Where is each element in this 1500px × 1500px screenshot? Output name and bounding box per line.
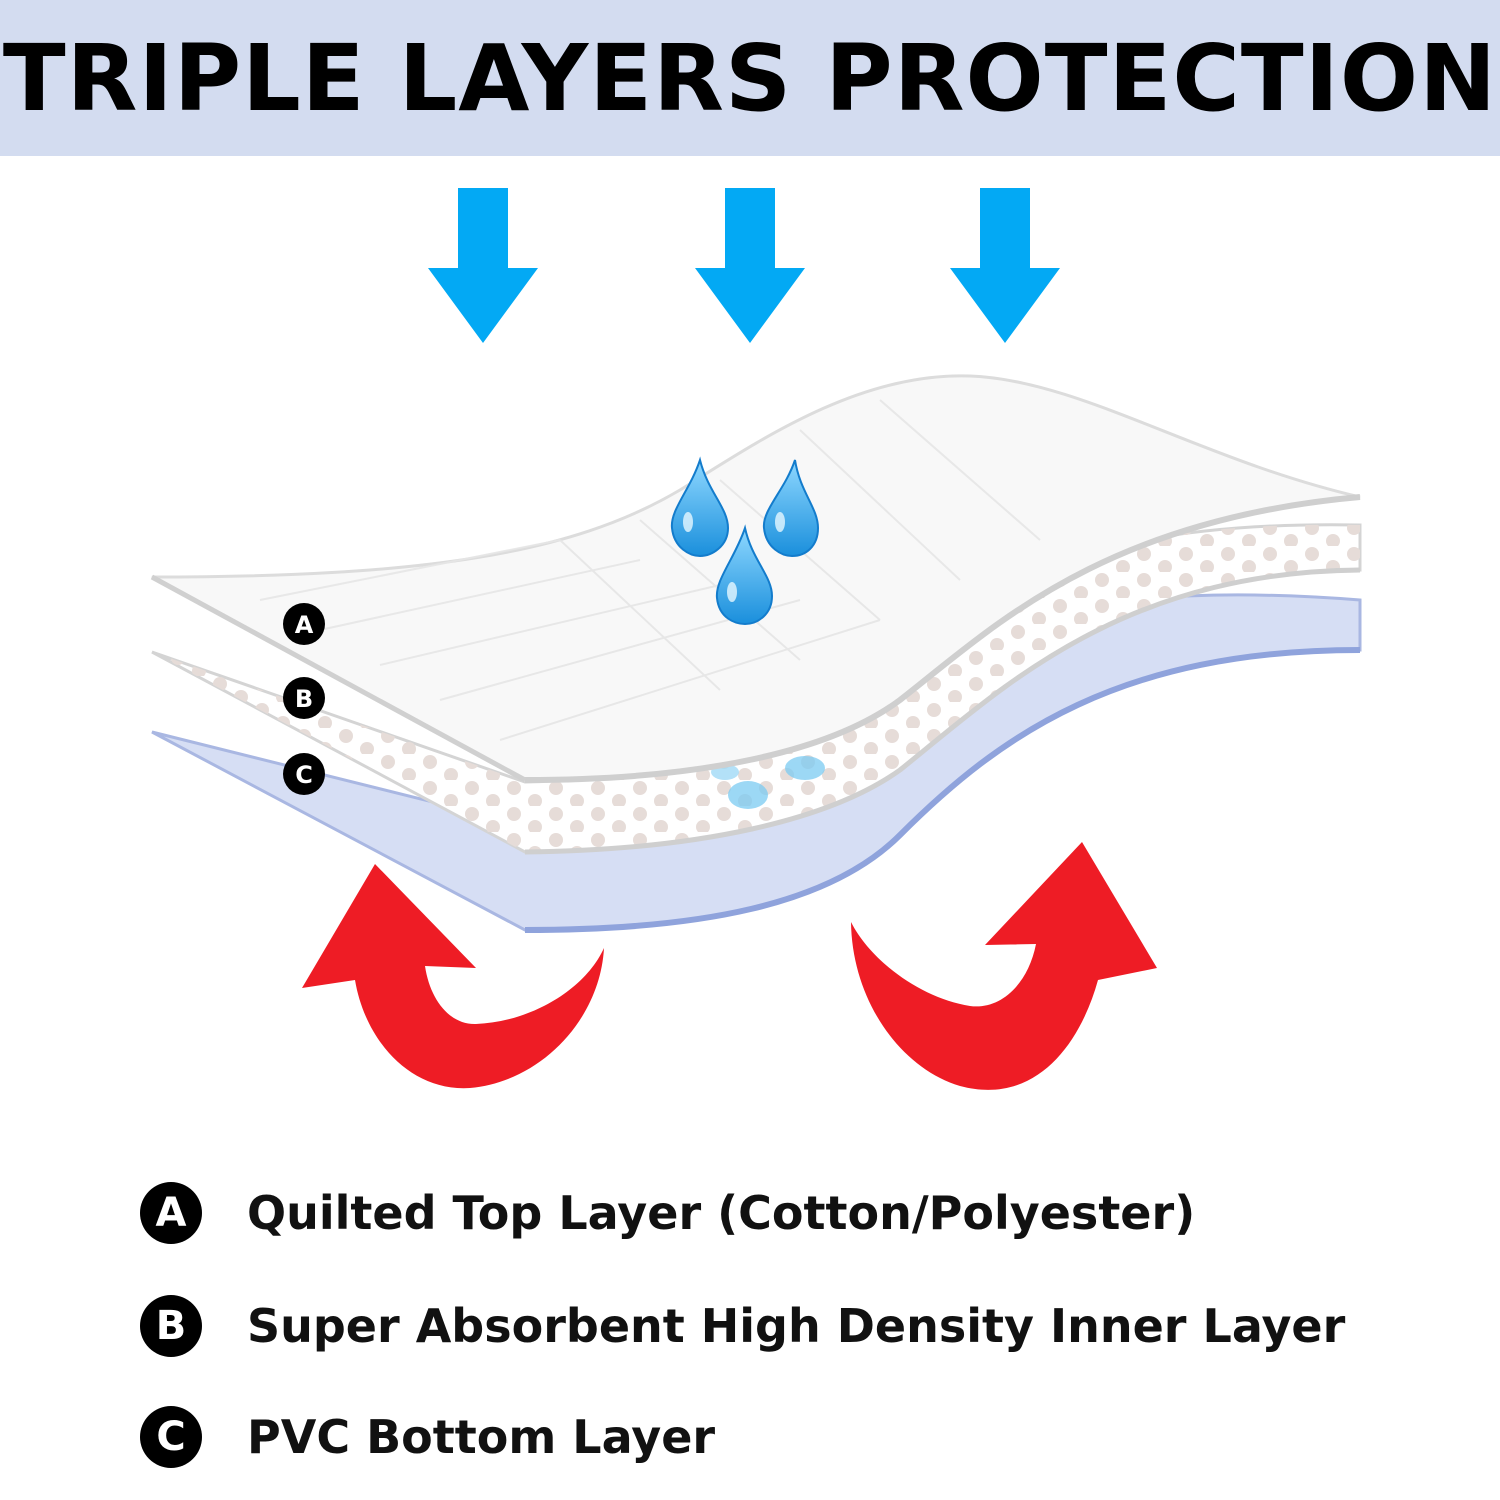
layers-diagram: A B C xyxy=(150,188,1362,1090)
curved-arrow-icon xyxy=(302,864,604,1089)
marker-a: A xyxy=(283,603,325,645)
page-title: TRIPLE LAYERS PROTECTION xyxy=(2,24,1498,132)
arrow-down-icon xyxy=(950,188,1060,343)
legend-label: PVC Bottom Layer xyxy=(247,1410,716,1464)
legend-label: Quilted Top Layer (Cotton/Polyester) xyxy=(247,1186,1196,1240)
legend-badge: C xyxy=(140,1406,202,1468)
svg-text:B: B xyxy=(295,685,313,713)
svg-text:C: C xyxy=(295,761,313,789)
legend-label: Super Absorbent High Density Inner Layer xyxy=(247,1299,1346,1353)
title-banner: TRIPLE LAYERS PROTECTION xyxy=(0,0,1500,156)
legend-badge: B xyxy=(140,1295,202,1357)
arrow-down-icon xyxy=(428,188,538,343)
svg-text:A: A xyxy=(295,611,314,639)
marker-c: C xyxy=(283,753,325,795)
water-drop-icon xyxy=(715,524,774,626)
water-drop-icon xyxy=(711,756,825,809)
water-drop-icon xyxy=(762,459,820,558)
legend-item-a: A Quilted Top Layer (Cotton/Polyester) xyxy=(140,1180,1195,1246)
legend-item-c: C PVC Bottom Layer xyxy=(140,1404,715,1470)
curved-arrow-icon xyxy=(851,842,1157,1090)
legend-item-b: B Super Absorbent High Density Inner Lay… xyxy=(140,1293,1345,1359)
legend-badge: A xyxy=(140,1182,202,1244)
marker-b: B xyxy=(283,677,325,719)
arrow-down-icon xyxy=(695,188,805,343)
water-drop-icon xyxy=(670,456,730,558)
